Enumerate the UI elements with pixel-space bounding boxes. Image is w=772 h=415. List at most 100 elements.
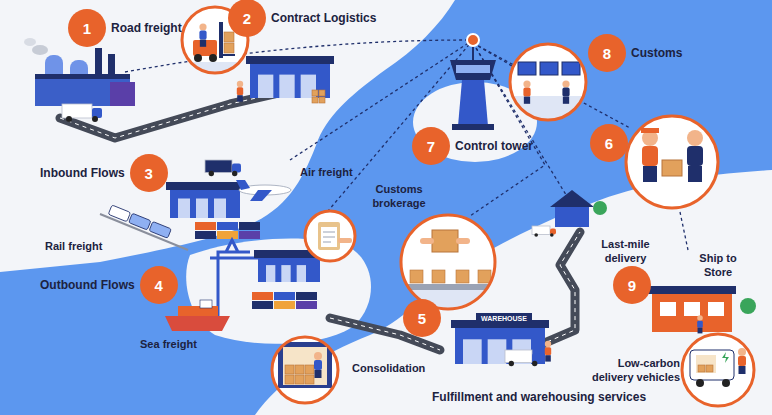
image-circle-border [305, 211, 355, 261]
container [217, 231, 238, 239]
warehouse-door [488, 339, 507, 364]
container [252, 301, 273, 309]
container [195, 231, 216, 239]
person-body [642, 146, 658, 166]
image-circle [626, 116, 718, 208]
plane-tail [236, 180, 250, 190]
caption-label: Customs brokerage [368, 183, 430, 211]
callout: Inbound Flows3 [40, 158, 168, 188]
wheel [550, 233, 554, 237]
callout-title: Outbound Flows [40, 278, 135, 292]
dashed-link [680, 212, 688, 250]
clipboard [318, 222, 340, 250]
truck-body [532, 226, 550, 234]
box [285, 375, 294, 384]
truck-body [62, 104, 92, 118]
person-legs [315, 370, 322, 378]
wheel [696, 379, 704, 387]
tower-cabin [450, 60, 496, 80]
person-legs [698, 328, 703, 334]
warehouse-door [196, 199, 208, 219]
truck-rear [278, 342, 332, 388]
warehouse-door [214, 199, 226, 219]
wheel [232, 171, 237, 176]
warehouse-wall [258, 256, 320, 282]
callout-number: 9 [613, 266, 651, 304]
wheel [532, 361, 537, 366]
person-legs [643, 166, 657, 182]
antenna [472, 46, 474, 60]
truck-body [205, 160, 232, 173]
person-head [738, 348, 746, 356]
caption-label: Last-mile delivery [588, 238, 663, 266]
container [252, 292, 273, 300]
callout-title: Contract Logistics [271, 11, 376, 25]
caption-label: Ship to Store [692, 252, 744, 280]
box [432, 230, 458, 252]
warehouse-door [297, 265, 306, 282]
store-window [708, 302, 724, 316]
road [540, 232, 580, 345]
store-window [660, 302, 676, 316]
callout: 7Control tower [412, 131, 533, 161]
wheel [509, 361, 514, 366]
factory-roof [35, 74, 130, 79]
box [706, 365, 713, 372]
box [478, 270, 491, 283]
image-content [278, 342, 332, 388]
factory-annex [110, 82, 135, 106]
callout-number: 2 [228, 0, 266, 37]
image-content [400, 230, 496, 310]
ship-bridge [200, 300, 212, 308]
warehouse-wall [455, 326, 545, 364]
monitor [562, 62, 580, 75]
smoke [32, 45, 48, 55]
tower-shaft [458, 80, 488, 126]
warehouse-wall [170, 188, 240, 218]
chimney [95, 48, 102, 78]
train-car [149, 221, 171, 238]
callout-number: 5 [403, 299, 441, 337]
callout-title: Customs [631, 46, 682, 60]
person-head [314, 352, 322, 360]
land [255, 170, 772, 415]
callout-title: Inbound Flows [40, 166, 125, 180]
hand [338, 238, 352, 243]
callout: 1Road freight [68, 13, 182, 43]
wheel [534, 233, 538, 237]
warehouse-door [463, 339, 482, 364]
caption-label: WAREHOUSE [476, 313, 532, 324]
conveyor [400, 284, 496, 290]
person-head [237, 81, 243, 87]
hand [456, 238, 470, 244]
warehouse-sign [476, 313, 532, 324]
image-circle [272, 337, 338, 403]
warehouse-door [178, 199, 190, 219]
image-circle [305, 211, 355, 261]
container [195, 222, 216, 230]
paper [321, 227, 337, 247]
callout: 6 [590, 128, 628, 158]
box [698, 365, 705, 372]
person-legs [545, 355, 551, 361]
caption-label: Fulfillment and warehousing services [432, 390, 646, 405]
image-circle [401, 215, 495, 309]
warehouse-roof [166, 182, 244, 190]
hub-dot [467, 34, 479, 46]
callout: 2Contract Logistics [228, 3, 376, 33]
callout-number: 4 [140, 266, 178, 304]
wheel [209, 54, 217, 62]
image-content [690, 348, 746, 387]
callout-number: 3 [130, 154, 168, 192]
box [432, 270, 445, 283]
store-window [684, 302, 700, 316]
hand [420, 238, 434, 244]
box [295, 365, 304, 374]
tree [740, 298, 756, 314]
tower-base [452, 124, 494, 130]
truck-body [505, 350, 532, 363]
wheel [722, 379, 730, 387]
wheel [66, 116, 72, 122]
person-legs [563, 97, 569, 104]
